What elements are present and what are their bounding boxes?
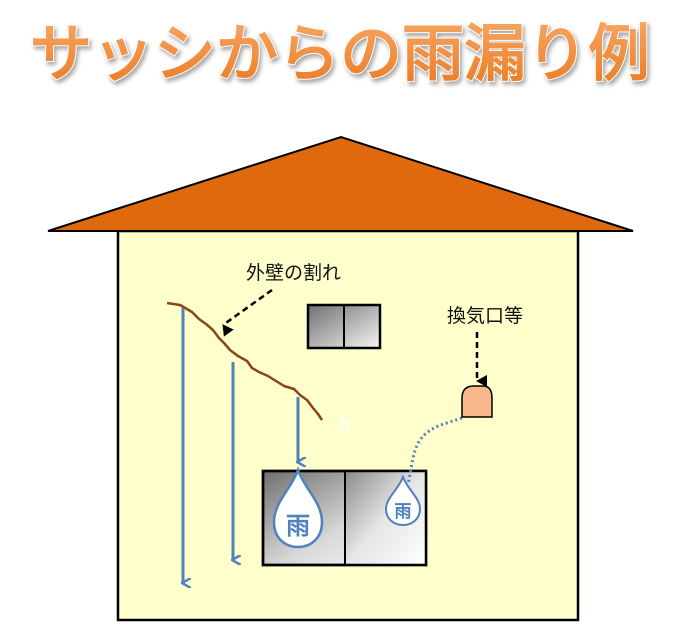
upper-window xyxy=(306,303,382,350)
diagram-title: サッシからの雨漏り例 xyxy=(30,17,650,90)
wall-crack-label: 外壁の割れ xyxy=(246,262,341,284)
faint-mark: か xyxy=(337,416,355,437)
house-roof xyxy=(47,135,634,232)
raindrop-left-label: 雨 xyxy=(286,512,310,540)
raindrop-right: 雨 xyxy=(384,474,422,527)
vent-opening xyxy=(461,385,493,418)
vent-label: 換気口等 xyxy=(447,305,523,327)
raindrop-right-label: 雨 xyxy=(395,502,412,522)
wall-crack xyxy=(166,301,324,421)
wall-crack-pointer-arrow xyxy=(222,288,273,337)
raindrop-left: 雨 xyxy=(272,466,324,549)
leak-path-from-vent xyxy=(406,416,463,485)
